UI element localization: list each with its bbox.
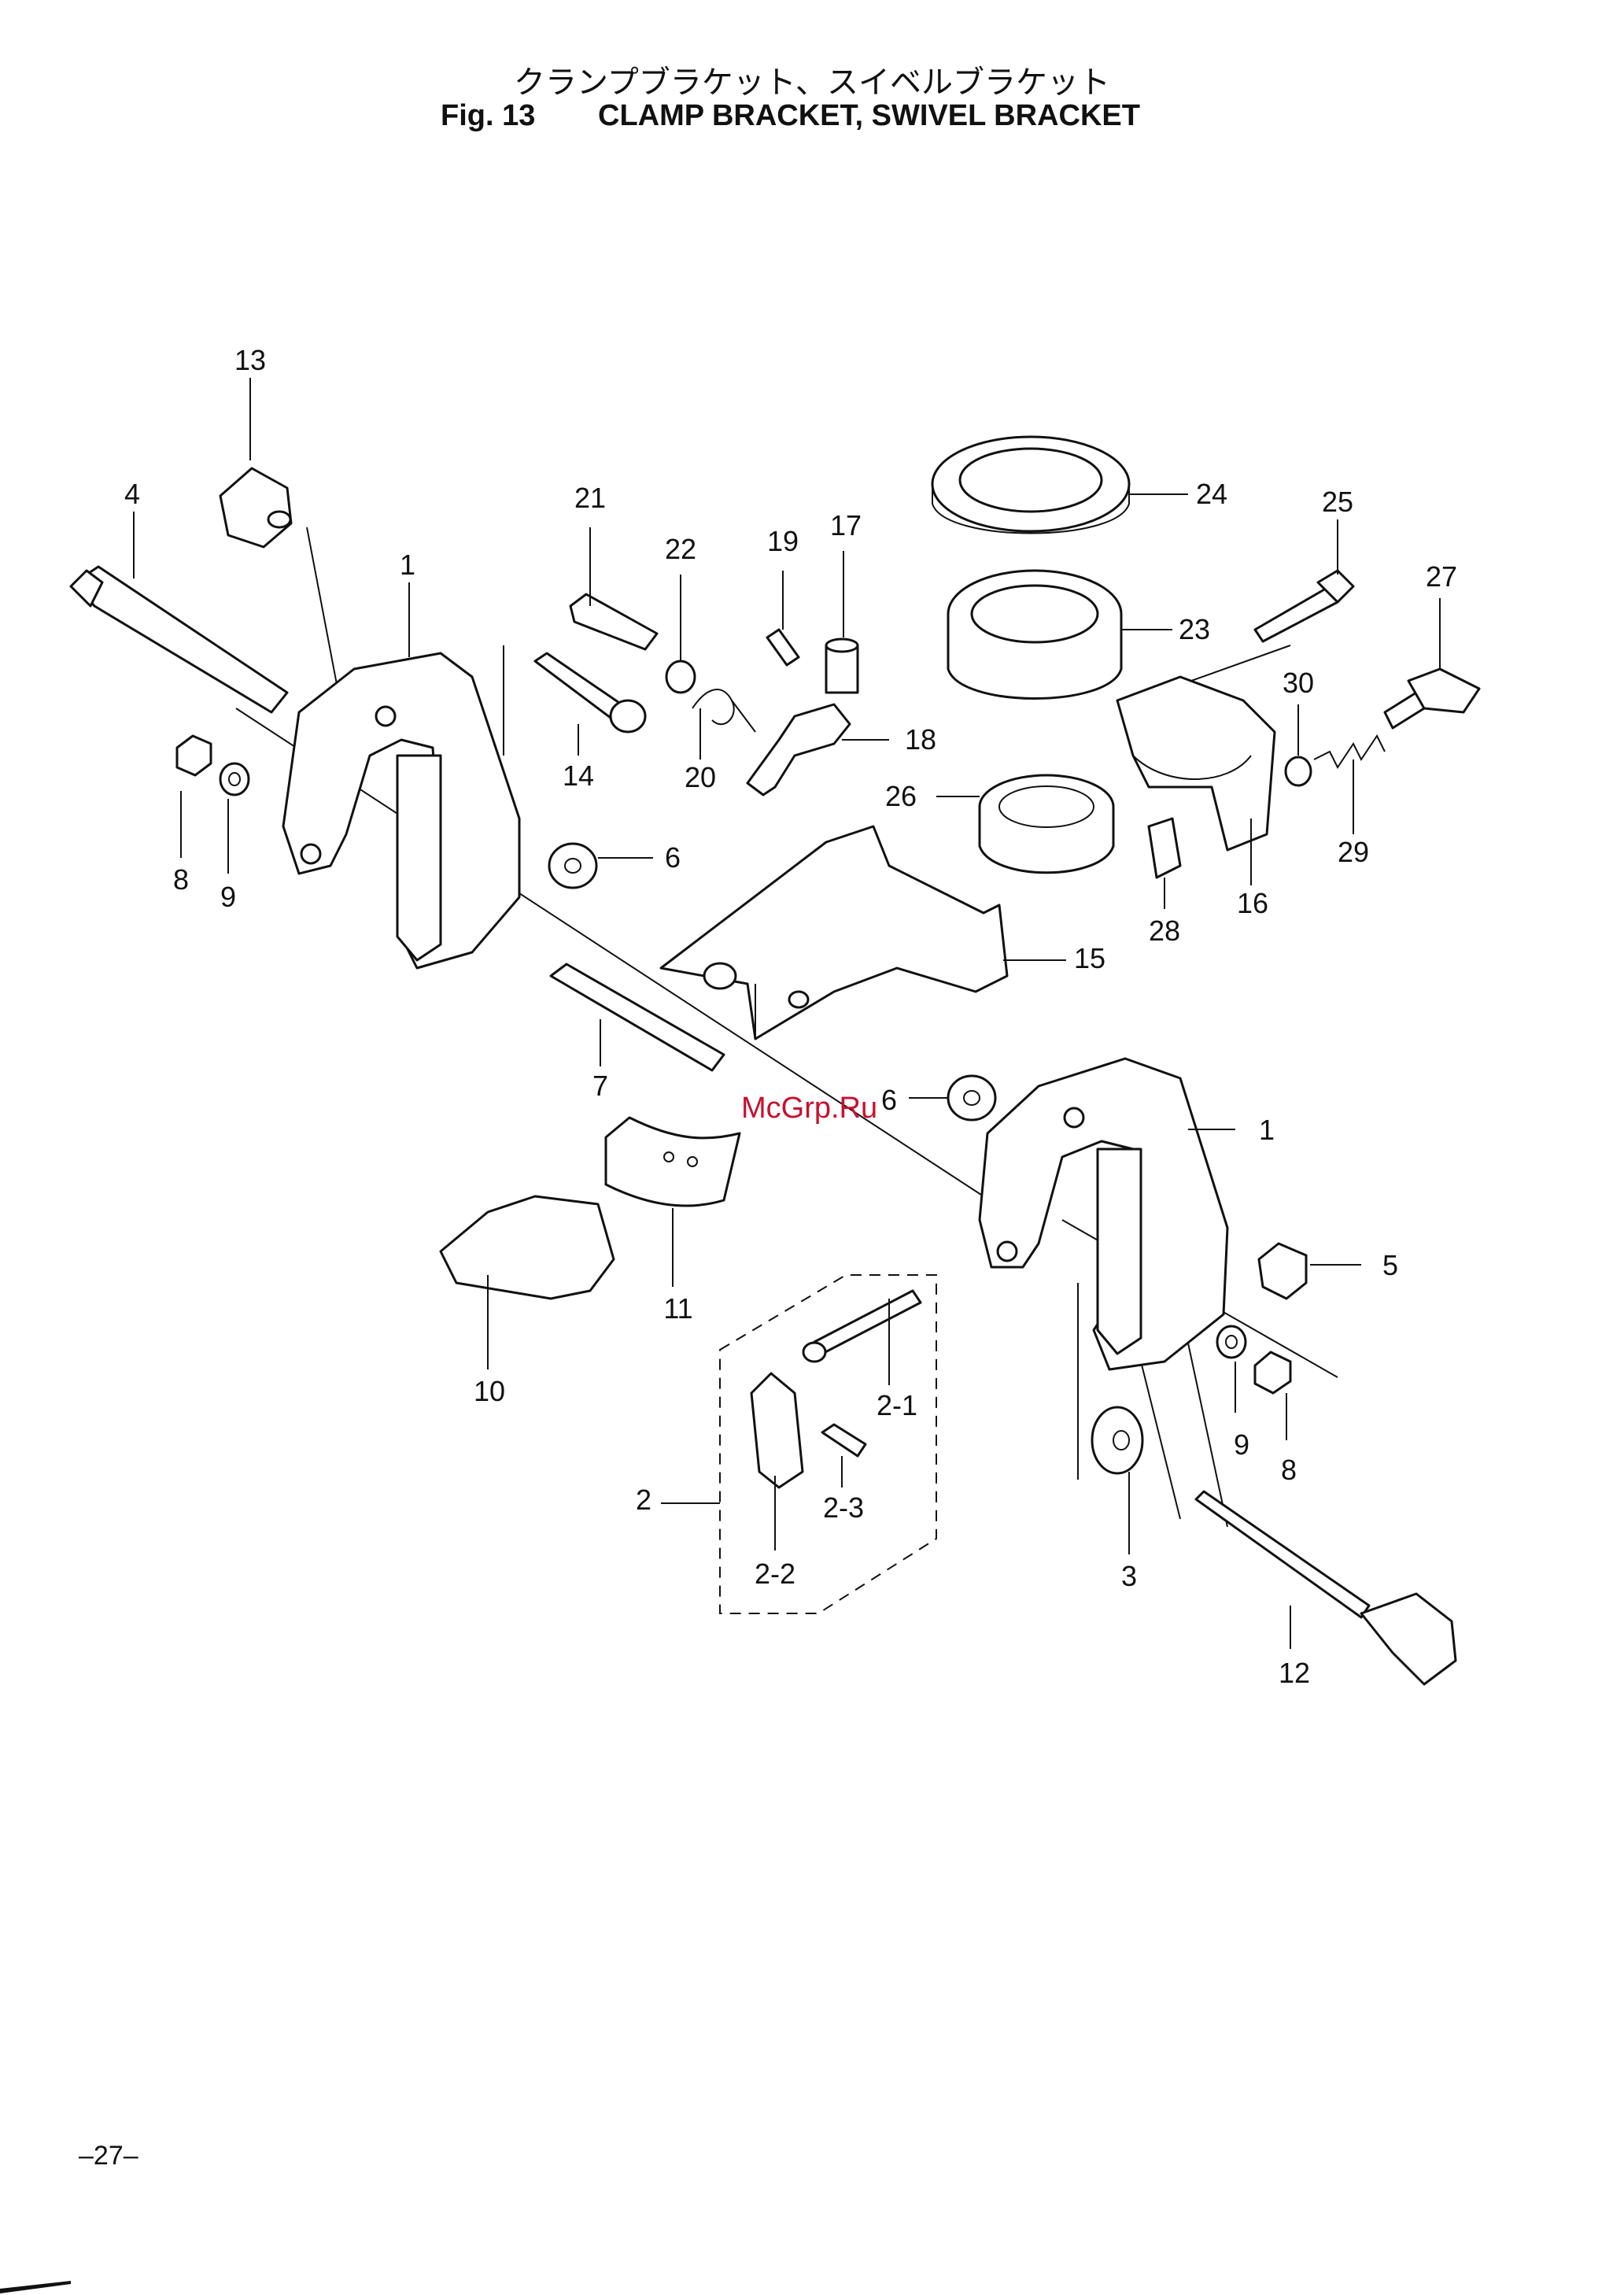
part-9-washer-right: [1217, 1326, 1246, 1358]
callout-13: 13: [234, 344, 266, 376]
callout-2-3: 2-3: [823, 1491, 864, 1524]
part-26-bushing: [980, 775, 1113, 873]
part-6-washer-lower: [948, 1076, 995, 1120]
part-6-washer-upper: [549, 844, 596, 888]
part-11-stopper-block: [606, 1118, 740, 1206]
callout-16: 16: [1237, 887, 1268, 919]
callout-23: 23: [1179, 613, 1210, 645]
part-30-washer: [1286, 757, 1311, 785]
callout-19: 19: [767, 525, 799, 557]
part-9-washer-left: [220, 763, 249, 795]
callout-30: 30: [1283, 667, 1314, 699]
part-8-nut-left: [177, 736, 211, 775]
part-17-bushing: [826, 639, 858, 693]
part-8-nut-right: [1255, 1352, 1290, 1393]
part-1-clamp-bracket-right: [980, 1059, 1227, 1369]
callout-26: 26: [885, 780, 917, 812]
callout-24: 24: [1196, 478, 1227, 510]
callout-11: 11: [663, 1292, 692, 1325]
callout-27: 27: [1426, 560, 1457, 593]
part-20-spring: [692, 689, 755, 732]
part-3-thrust-pad: [1092, 1407, 1142, 1473]
corner-mark: [0, 2281, 71, 2293]
callout-18: 18: [905, 723, 936, 756]
part-25-bolt: [1255, 571, 1353, 641]
callout-28: 28: [1149, 915, 1180, 947]
callout-2-1: 2-1: [877, 1389, 917, 1421]
part-2-clamp-screw-group: [720, 1275, 936, 1613]
callout-6-lower: 6: [881, 1084, 897, 1116]
callout-1-lower: 1: [1259, 1114, 1275, 1146]
part-28-stopper: [1149, 819, 1180, 878]
callout-5: 5: [1382, 1249, 1398, 1281]
part-12-tilt-rod: [1196, 1491, 1456, 1684]
callout-3: 3: [1121, 1560, 1137, 1592]
part-10-tilt-stopper: [441, 1196, 614, 1299]
part-19-pin: [767, 630, 799, 665]
callout-29: 29: [1338, 836, 1369, 868]
part-13-shouldered-bolt: [220, 468, 291, 547]
callout-8-right: 8: [1281, 1454, 1297, 1486]
callout-2-2: 2-2: [755, 1558, 795, 1590]
callout-14: 14: [563, 759, 594, 792]
part-1-clamp-bracket-left: [283, 653, 519, 968]
callout-25: 25: [1322, 486, 1353, 518]
callout-15: 15: [1074, 942, 1105, 974]
callout-1-upper: 1: [400, 549, 415, 581]
part-14-pin: [535, 653, 645, 732]
callout-9-right: 9: [1234, 1428, 1249, 1461]
callout-17: 17: [830, 509, 862, 541]
part-4-through-bolt: [71, 567, 287, 712]
callout-10: 10: [474, 1375, 505, 1407]
part-22-washer: [666, 661, 695, 693]
watermark: McGrp.Ru: [741, 1092, 877, 1125]
part-18-tilt-lever: [747, 704, 850, 795]
callout-8-left: 8: [173, 863, 189, 896]
part-7-tilt-shaft: [551, 964, 724, 1070]
part-5-cap-nut: [1259, 1244, 1306, 1299]
callout-22: 22: [665, 533, 696, 565]
part-21-bolt: [570, 594, 657, 649]
callout-7: 7: [592, 1070, 608, 1102]
callout-2: 2: [636, 1484, 651, 1516]
part-24-seal-ring: [932, 437, 1129, 534]
part-27-wing-bolt: [1385, 669, 1479, 728]
part-23-steering-liner: [948, 571, 1121, 699]
callout-4: 4: [124, 478, 140, 510]
callout-9-left: 9: [220, 881, 236, 913]
part-29-spring: [1314, 736, 1385, 767]
callout-6-upper: 6: [665, 841, 681, 874]
callout-20: 20: [685, 761, 716, 793]
page-number: –27–: [79, 2141, 138, 2171]
part-15-swivel-bracket: [661, 826, 1007, 1039]
callout-12: 12: [1279, 1657, 1310, 1689]
callout-21: 21: [574, 482, 606, 514]
